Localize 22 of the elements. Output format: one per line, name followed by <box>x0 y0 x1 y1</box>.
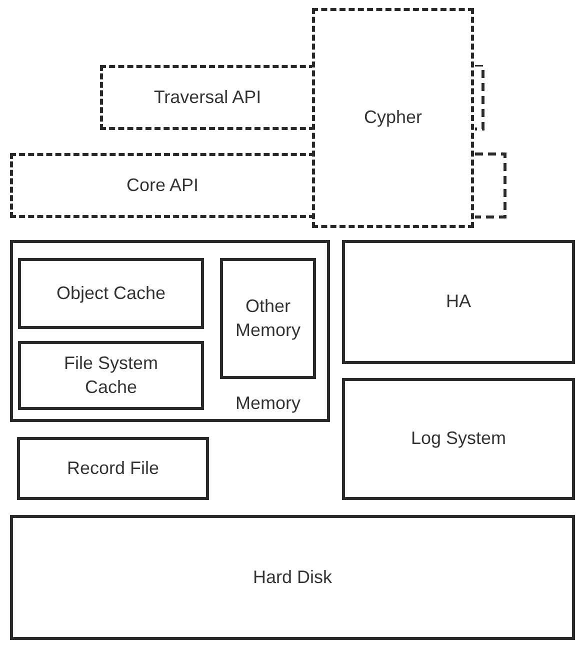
component-box <box>10 515 575 640</box>
box-label: Cypher <box>362 106 424 130</box>
box-label: Hard Disk <box>252 566 333 589</box>
component-box <box>342 240 575 364</box>
box-label: Other Memory <box>234 295 302 342</box>
box-label: Log System <box>410 427 508 450</box>
container-box <box>10 240 330 422</box>
component-box <box>18 258 204 329</box>
dashed-layer-box <box>10 153 315 218</box>
dashed-layer-box <box>100 65 315 130</box>
component-box <box>342 378 575 500</box>
box-label: Core API <box>125 174 200 197</box>
box-label: File System Cache <box>62 352 160 398</box>
component-box <box>17 437 209 500</box>
dashed-layer-box <box>312 8 474 228</box>
box-label: Memory <box>234 392 302 415</box>
box-label: Record File <box>66 456 160 480</box>
box-label: Traversal API <box>152 86 262 109</box>
box-label: Object Cache <box>55 282 167 305</box>
component-box <box>18 341 204 410</box>
box-label: HA <box>444 290 472 314</box>
component-box <box>220 258 316 379</box>
